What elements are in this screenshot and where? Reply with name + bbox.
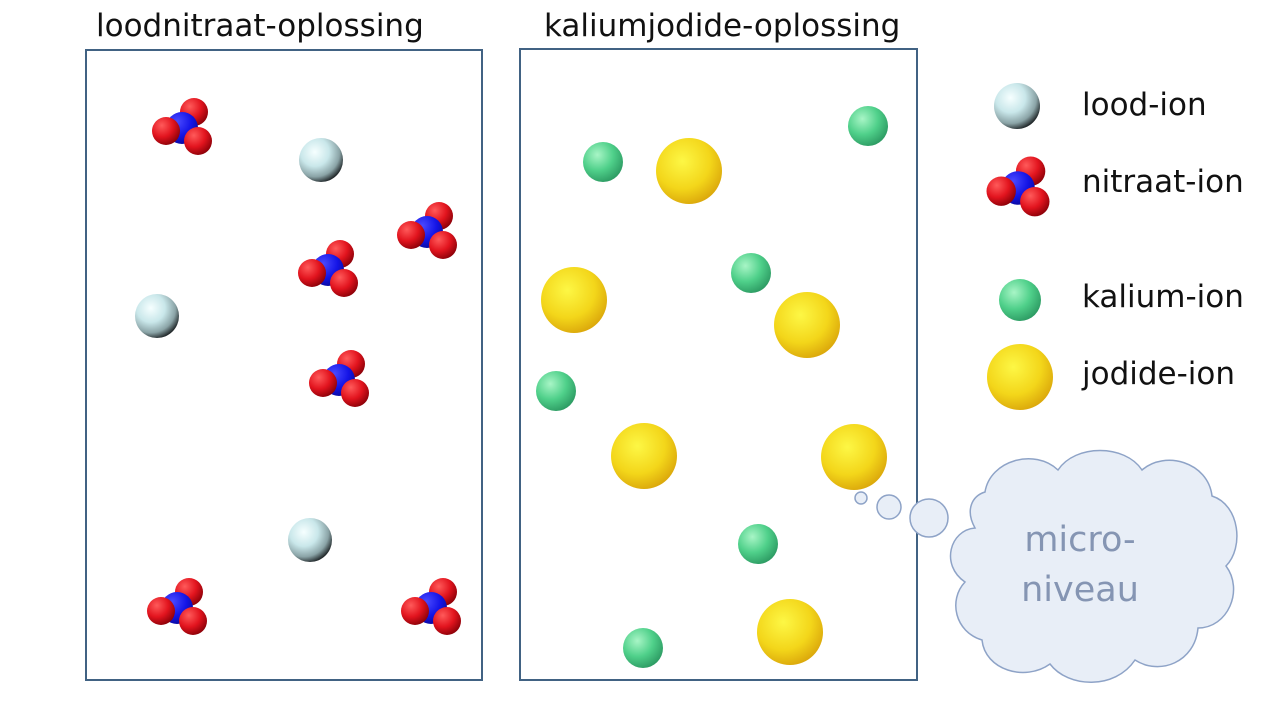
iodide-ion-icon [987, 344, 1053, 410]
lead-nitrate-ions [135, 98, 461, 635]
potassium-ion [848, 106, 888, 146]
potassium-ion-icon [999, 279, 1041, 321]
cloud-shape [949, 449, 1238, 683]
iodide-ion [757, 599, 823, 665]
legend-label-nitrate: nitraat-ion [1082, 164, 1244, 200]
oxygen-atom [1020, 186, 1050, 217]
oxygen-atom [330, 269, 358, 297]
iodide-ion [821, 424, 887, 490]
legend-label-iodide: jodide-ion [1081, 356, 1235, 392]
oxygen-atom [401, 597, 429, 625]
oxygen-atom [152, 117, 180, 145]
oxygen-atom [986, 176, 1016, 206]
micro-level-cloud: micro- niveau [854, 449, 1238, 683]
potassium-iodide-panel: kaliumjodide-oplossing [519, 8, 918, 681]
lead-nitrate-panel: loodnitraat-oplossing [85, 8, 483, 681]
legend-symbols [986, 83, 1053, 410]
lead-nitrate-frame [85, 49, 483, 681]
oxygen-atom [309, 369, 337, 397]
nitrate-ion [397, 202, 457, 259]
oxygen-atom [433, 607, 461, 635]
legend-label-lead: lood-ion [1082, 87, 1207, 123]
thought-bubble-medium [876, 494, 902, 520]
oxygen-atom [429, 231, 457, 259]
potassium-ion [623, 628, 663, 668]
oxygen-atom [397, 221, 425, 249]
cloud-text-line2: niveau [1021, 570, 1139, 610]
iodide-ion [774, 292, 840, 358]
iodide-ion [541, 267, 607, 333]
nitrate-ion [298, 240, 358, 297]
oxygen-atom [147, 597, 175, 625]
potassium-iodide-ions [536, 106, 888, 668]
oxygen-atom [298, 259, 326, 287]
legend-label-potassium: kalium-ion [1082, 279, 1244, 315]
potassium-ion [731, 253, 771, 293]
thought-bubble-large [909, 498, 949, 538]
potassium-ion [583, 142, 623, 182]
lead-ion-icon [994, 83, 1040, 129]
nitrate-ion [147, 578, 207, 635]
potassium-ion [738, 524, 778, 564]
nitrate-ion [152, 98, 212, 155]
lead-nitrate-title: loodnitraat-oplossing [96, 8, 424, 44]
legend: lood-ion nitraat-ion kalium-ion jodide-i… [986, 83, 1244, 410]
potassium-iodide-frame [519, 48, 918, 681]
cloud-text-line1: micro- [1024, 520, 1135, 560]
lead-ion [288, 518, 332, 562]
thought-bubble-small [854, 491, 868, 505]
oxygen-atom [341, 379, 369, 407]
lead-ion [299, 138, 343, 182]
nitrate-ion [401, 578, 461, 635]
oxygen-atom [184, 127, 212, 155]
iodide-ion [656, 138, 722, 204]
nitrate-ion [986, 156, 1050, 217]
potassium-iodide-title: kaliumjodide-oplossing [544, 8, 900, 44]
lead-ion [135, 294, 179, 338]
potassium-ion [536, 371, 576, 411]
iodide-ion [611, 423, 677, 489]
nitrate-ion [309, 350, 369, 407]
oxygen-atom [179, 607, 207, 635]
